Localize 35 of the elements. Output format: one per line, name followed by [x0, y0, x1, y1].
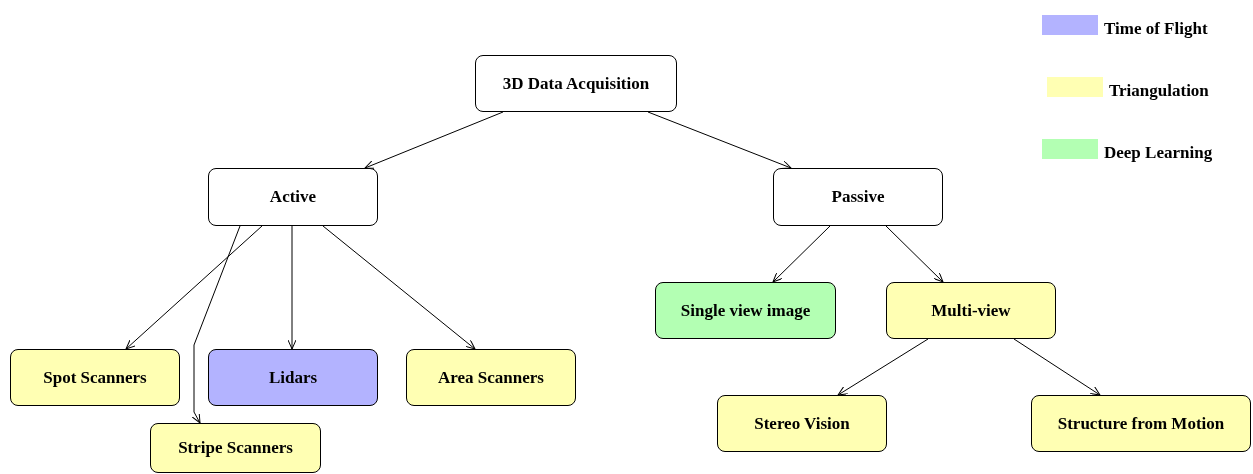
- legend-label: Deep Learning: [1104, 141, 1213, 164]
- process-box: [150, 423, 321, 473]
- arrow: [287, 225, 297, 350]
- arrow: [1013, 338, 1101, 396]
- legend-label: Triangulation: [1109, 79, 1209, 102]
- process-box: [406, 349, 576, 406]
- process-box: [886, 282, 1056, 339]
- arrow: [772, 225, 831, 283]
- process-box: [655, 282, 836, 339]
- node-label: Structure from Motion: [1057, 412, 1225, 435]
- process-box: [208, 168, 378, 226]
- node-label: Spot Scanners: [43, 366, 147, 389]
- node-label: Lidars: [268, 366, 318, 389]
- process-box: [10, 349, 180, 406]
- process-box: [475, 55, 677, 112]
- node-label: Area Scanners: [438, 366, 544, 389]
- node-label: Multi-view: [931, 299, 1011, 322]
- arrow: [364, 111, 504, 169]
- process-box: [717, 395, 887, 452]
- process-box: [1031, 395, 1251, 452]
- node-label: Stripe Scanners: [178, 437, 293, 459]
- arrow: [191, 225, 241, 424]
- arrow: [647, 111, 792, 169]
- arrow: [885, 225, 944, 283]
- node-label: 3D Data Acquisition: [502, 72, 650, 95]
- node-label: Passive: [831, 186, 885, 208]
- process-box: [208, 349, 378, 406]
- node-label: Active: [269, 186, 317, 208]
- node-label: Stereo Vision: [754, 412, 850, 435]
- node-label: Single view image: [680, 299, 811, 322]
- arrow: [125, 225, 263, 350]
- legend-label: Time of Flight: [1104, 17, 1208, 40]
- arrow: [837, 338, 929, 396]
- arrow: [322, 225, 476, 350]
- process-box: [773, 168, 943, 226]
